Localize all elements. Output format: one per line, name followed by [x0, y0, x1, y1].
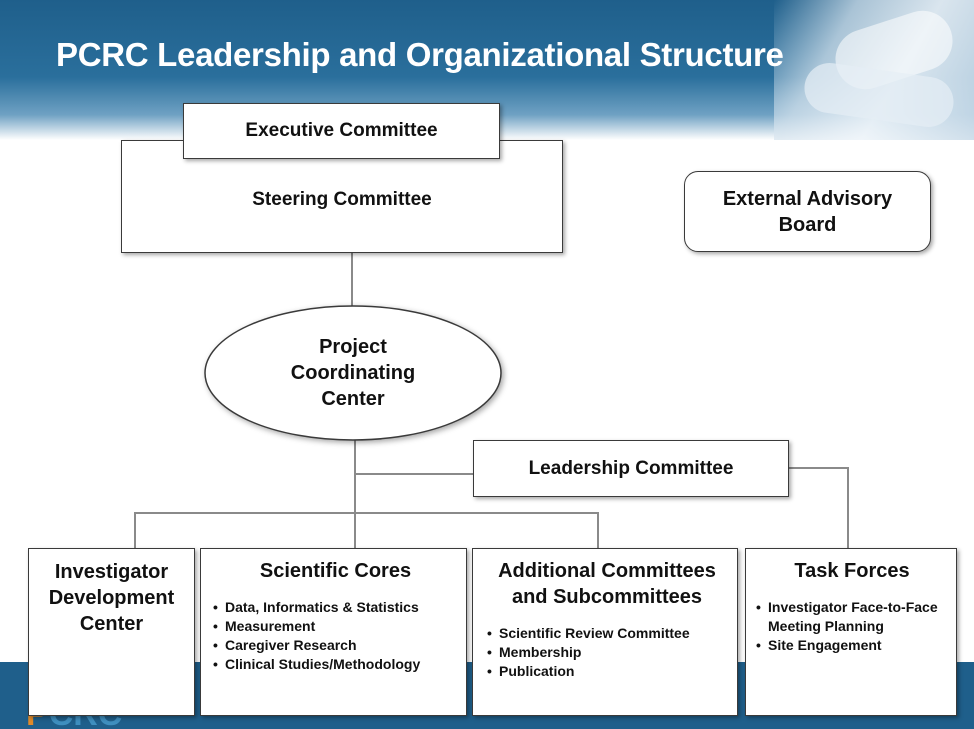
list-item: Data, Informatics & Statistics	[211, 598, 460, 617]
list-item: Investigator Face-to-Face Meeting Planni…	[754, 598, 950, 636]
scientific-cores-box: Scientific Cores Data, Informatics & Sta…	[200, 548, 467, 716]
leadership-committee-box: Leadership Committee	[473, 440, 789, 497]
project-coordinating-center-label: Project Coordinating Center	[290, 336, 416, 410]
investigator-development-center-label: Investigator Development Center	[48, 561, 175, 635]
task-forces-box: Task Forces Investigator Face-to-Face Me…	[745, 548, 957, 716]
list-item: Scientific Review Committee	[485, 624, 729, 643]
list-item: Clinical Studies/Methodology	[211, 655, 460, 674]
additional-committees-box: Additional Committees and Subcommittees …	[472, 548, 738, 716]
scientific-cores-list: Data, Informatics & Statistics Measureme…	[211, 598, 460, 674]
scientific-cores-title: Scientific Cores	[259, 560, 412, 582]
list-item: Publication	[485, 662, 729, 681]
task-forces-list: Investigator Face-to-Face Meeting Planni…	[754, 598, 950, 655]
connector-branch-bar	[134, 512, 599, 548]
additional-committees-list: Scientific Review Committee Membership P…	[485, 624, 729, 681]
slide-title: PCRC Leadership and Organizational Struc…	[56, 36, 784, 73]
header-photo	[774, 0, 974, 140]
list-item: Membership	[485, 643, 729, 662]
list-item: Measurement	[211, 617, 460, 636]
leadership-committee-label: Leadership Committee	[528, 457, 734, 479]
additional-committees-title: Additional Committees and Subcommittees	[498, 560, 716, 608]
steering-committee-label: Steering Committee	[252, 189, 432, 210]
task-forces-title: Task Forces	[794, 560, 910, 582]
connector-leadership-to-taskforces	[788, 467, 849, 548]
investigator-development-center-box: Investigator Development Center	[28, 548, 195, 716]
list-item: Site Engagement	[754, 636, 950, 655]
project-coordinating-center: Project Coordinating Center	[262, 334, 444, 412]
executive-committee-box: Executive Committee	[183, 103, 500, 159]
project-coordinating-center-ellipse	[204, 305, 502, 441]
executive-committee-label: Executive Committee	[245, 120, 438, 141]
external-advisory-board-label: External Advisory Board	[722, 187, 893, 236]
list-item: Caregiver Research	[211, 636, 460, 655]
external-advisory-board-box: External Advisory Board	[684, 171, 931, 252]
